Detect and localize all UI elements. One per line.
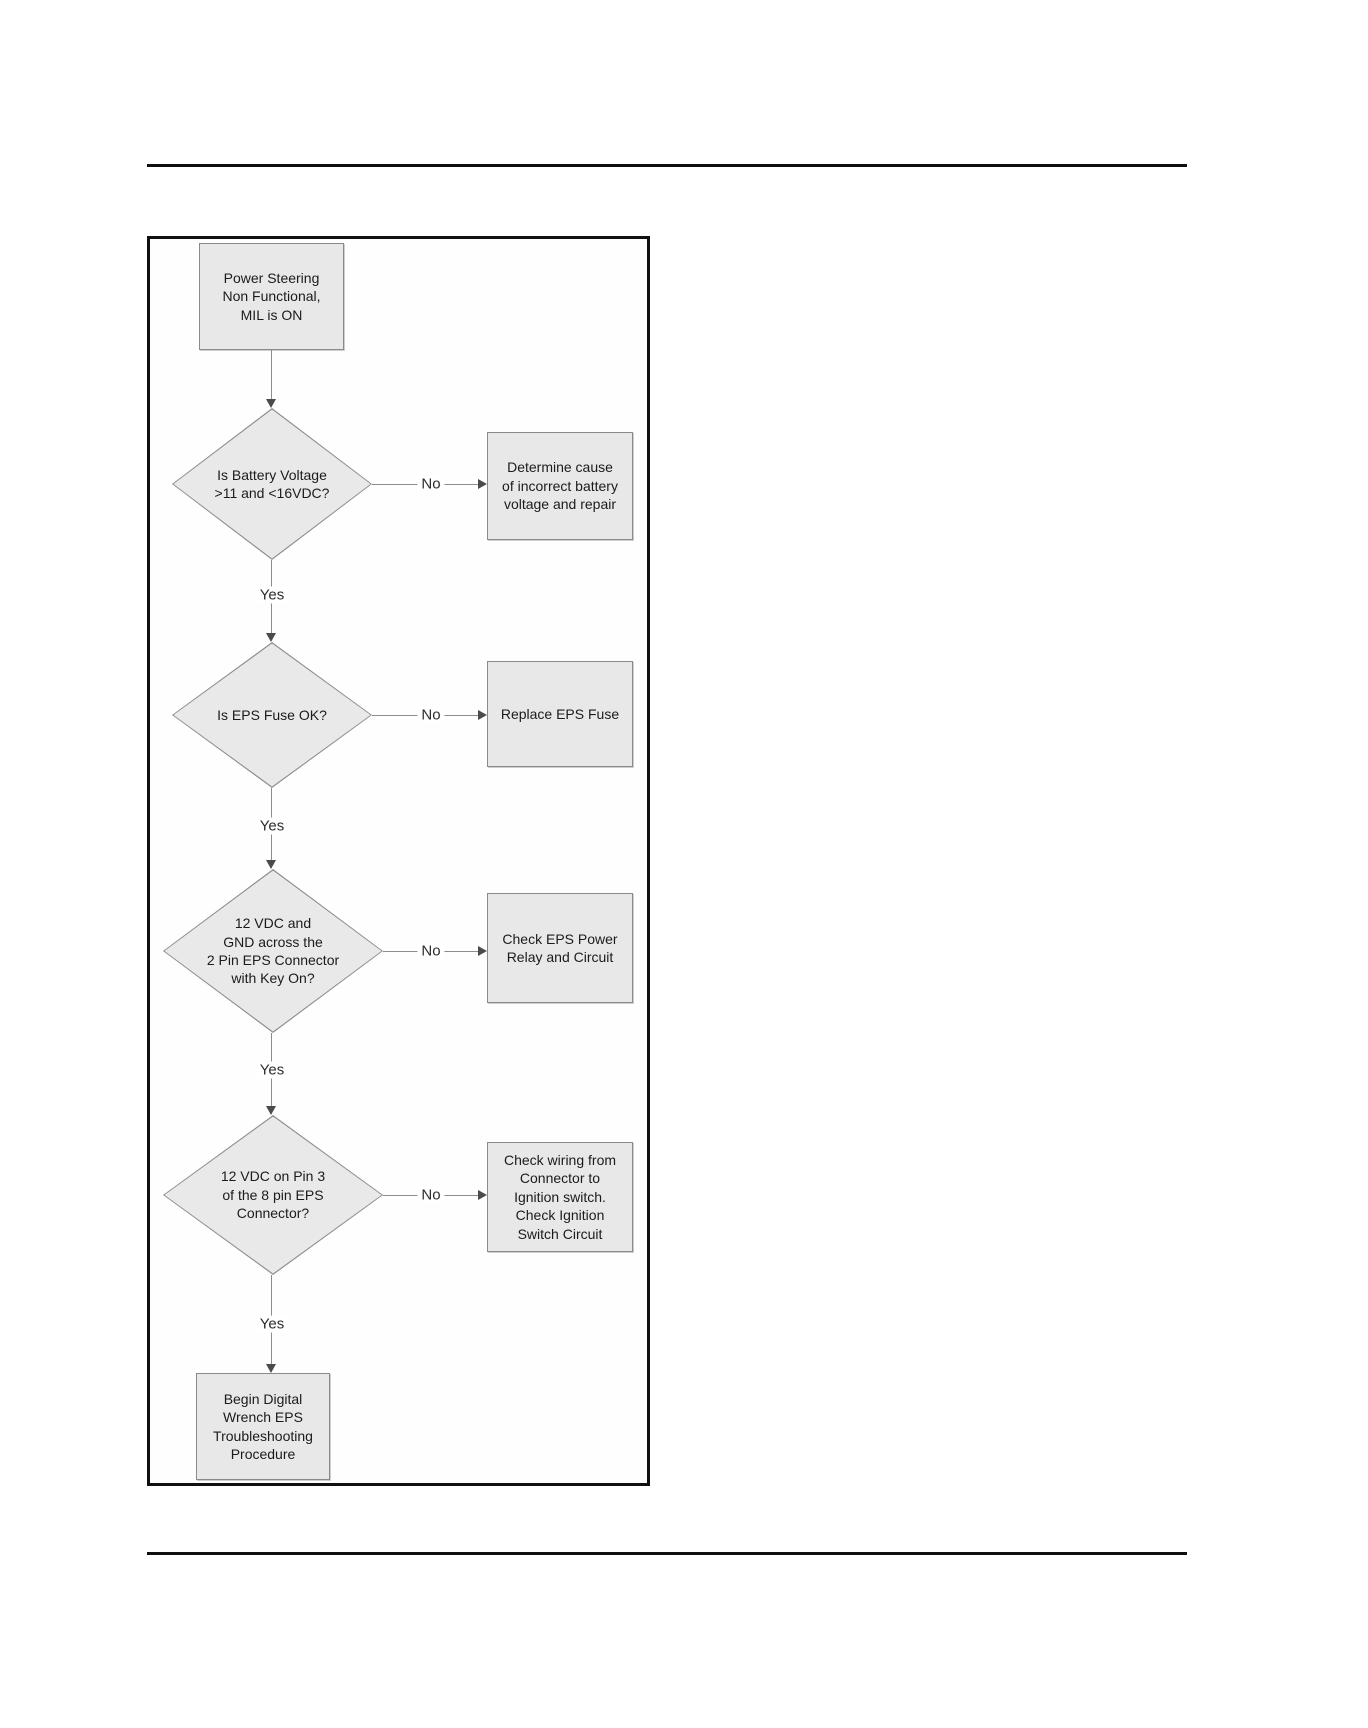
- arrow-right-icon: [478, 1190, 487, 1200]
- flowchart-start-node: Power Steering Non Functional, MIL is ON: [199, 243, 344, 350]
- arrow-down-icon: [266, 1106, 276, 1115]
- decision-battery-voltage: Is Battery Voltage >11 and <16VDC?: [172, 408, 372, 560]
- top-horizontal-rule: [147, 164, 1187, 167]
- arrow-right-icon: [478, 479, 487, 489]
- arrow-down-icon: [266, 860, 276, 869]
- bottom-horizontal-rule: [147, 1552, 1187, 1555]
- decision-2pin-connector-power: 12 VDC and GND across the 2 Pin EPS Conn…: [163, 869, 383, 1033]
- decision-battery-voltage-label: Is Battery Voltage >11 and <16VDC?: [214, 466, 330, 501]
- connector-start-to-decision1: [271, 350, 272, 400]
- action-determine-battery-cause: Determine cause of incorrect battery vol…: [487, 432, 633, 540]
- decision-pin3-voltage-label: 12 VDC on Pin 3 of the 8 pin EPS Connect…: [220, 1168, 326, 1222]
- action-check-ignition-wiring: Check wiring from Connector to Ignition …: [487, 1142, 633, 1252]
- action-replace-eps-fuse: Replace EPS Fuse: [487, 661, 633, 767]
- decision-2pin-connector-power-label: 12 VDC and GND across the 2 Pin EPS Conn…: [206, 915, 340, 987]
- arrow-down-icon: [266, 633, 276, 642]
- arrow-right-icon: [478, 710, 487, 720]
- yes-label: Yes: [255, 586, 289, 604]
- decision-pin3-voltage: 12 VDC on Pin 3 of the 8 pin EPS Connect…: [163, 1115, 383, 1275]
- arrow-down-icon: [266, 1364, 276, 1373]
- no-label: No: [417, 1186, 445, 1204]
- no-label: No: [417, 475, 445, 493]
- arrow-down-icon: [266, 399, 276, 408]
- yes-label: Yes: [255, 1315, 289, 1333]
- yes-label: Yes: [255, 817, 289, 835]
- no-label: No: [417, 942, 445, 960]
- arrow-right-icon: [478, 946, 487, 956]
- action-check-eps-power-relay: Check EPS Power Relay and Circuit: [487, 893, 633, 1003]
- flowchart-frame: Power Steering Non Functional, MIL is ON…: [147, 236, 650, 1486]
- flowchart-end-node: Begin Digital Wrench EPS Troubleshooting…: [196, 1373, 330, 1480]
- decision-eps-fuse: Is EPS Fuse OK?: [172, 642, 372, 788]
- yes-label: Yes: [255, 1061, 289, 1079]
- no-label: No: [417, 706, 445, 724]
- decision-eps-fuse-label: Is EPS Fuse OK?: [217, 706, 327, 723]
